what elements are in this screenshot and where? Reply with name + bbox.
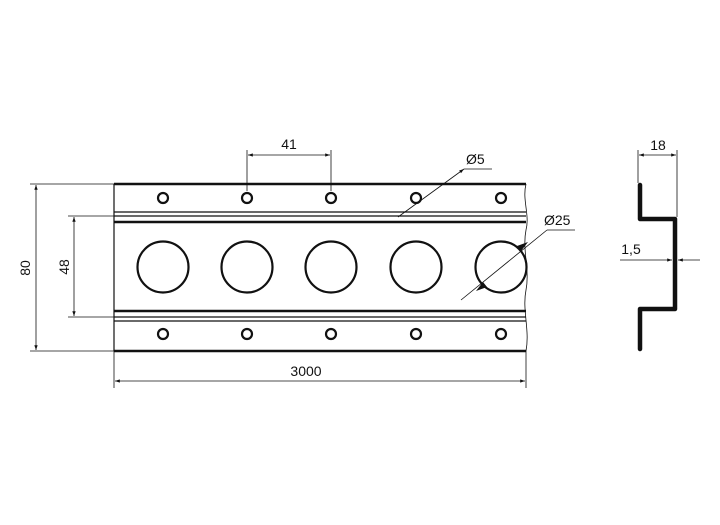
- length-label: 3000: [290, 363, 321, 379]
- small-hole: [240, 327, 254, 341]
- small-hole: [324, 327, 338, 341]
- small-hole: [494, 327, 508, 341]
- dimension-small-hole: Ø5: [397, 151, 492, 218]
- rail-front-view: [113, 182, 528, 353]
- small-hole: [494, 191, 508, 205]
- dimension-overall-height: 80: [17, 183, 114, 352]
- small-hole: [156, 191, 170, 205]
- dimension-length: 3000: [113, 351, 527, 388]
- small-hole-diameter-label: Ø5: [466, 151, 485, 167]
- dimension-inner-height: 48: [56, 215, 114, 318]
- dimension-profile-width: 18: [637, 137, 678, 217]
- large-hole: [389, 240, 443, 294]
- hole-pitch-label: 41: [281, 136, 297, 152]
- large-hole: [220, 240, 274, 294]
- thickness-label: 1,5: [621, 241, 641, 257]
- large-hole-diameter-label: Ø25: [544, 212, 571, 228]
- small-hole: [409, 327, 423, 341]
- small-hole: [409, 191, 423, 205]
- small-hole: [240, 191, 254, 205]
- rail-side-profile: [637, 182, 678, 352]
- inner-height-label: 48: [56, 259, 72, 275]
- profile-width-label: 18: [650, 137, 666, 153]
- overall-height-label: 80: [17, 260, 33, 276]
- small-hole: [156, 327, 170, 341]
- dimension-hole-pitch: 41: [246, 136, 332, 191]
- dimension-large-hole: Ø25: [460, 212, 575, 301]
- large-hole: [136, 240, 190, 294]
- small-hole: [324, 191, 338, 205]
- large-hole: [304, 240, 358, 294]
- dimension-thickness: 1,5: [620, 241, 700, 262]
- profile-section: [637, 182, 678, 352]
